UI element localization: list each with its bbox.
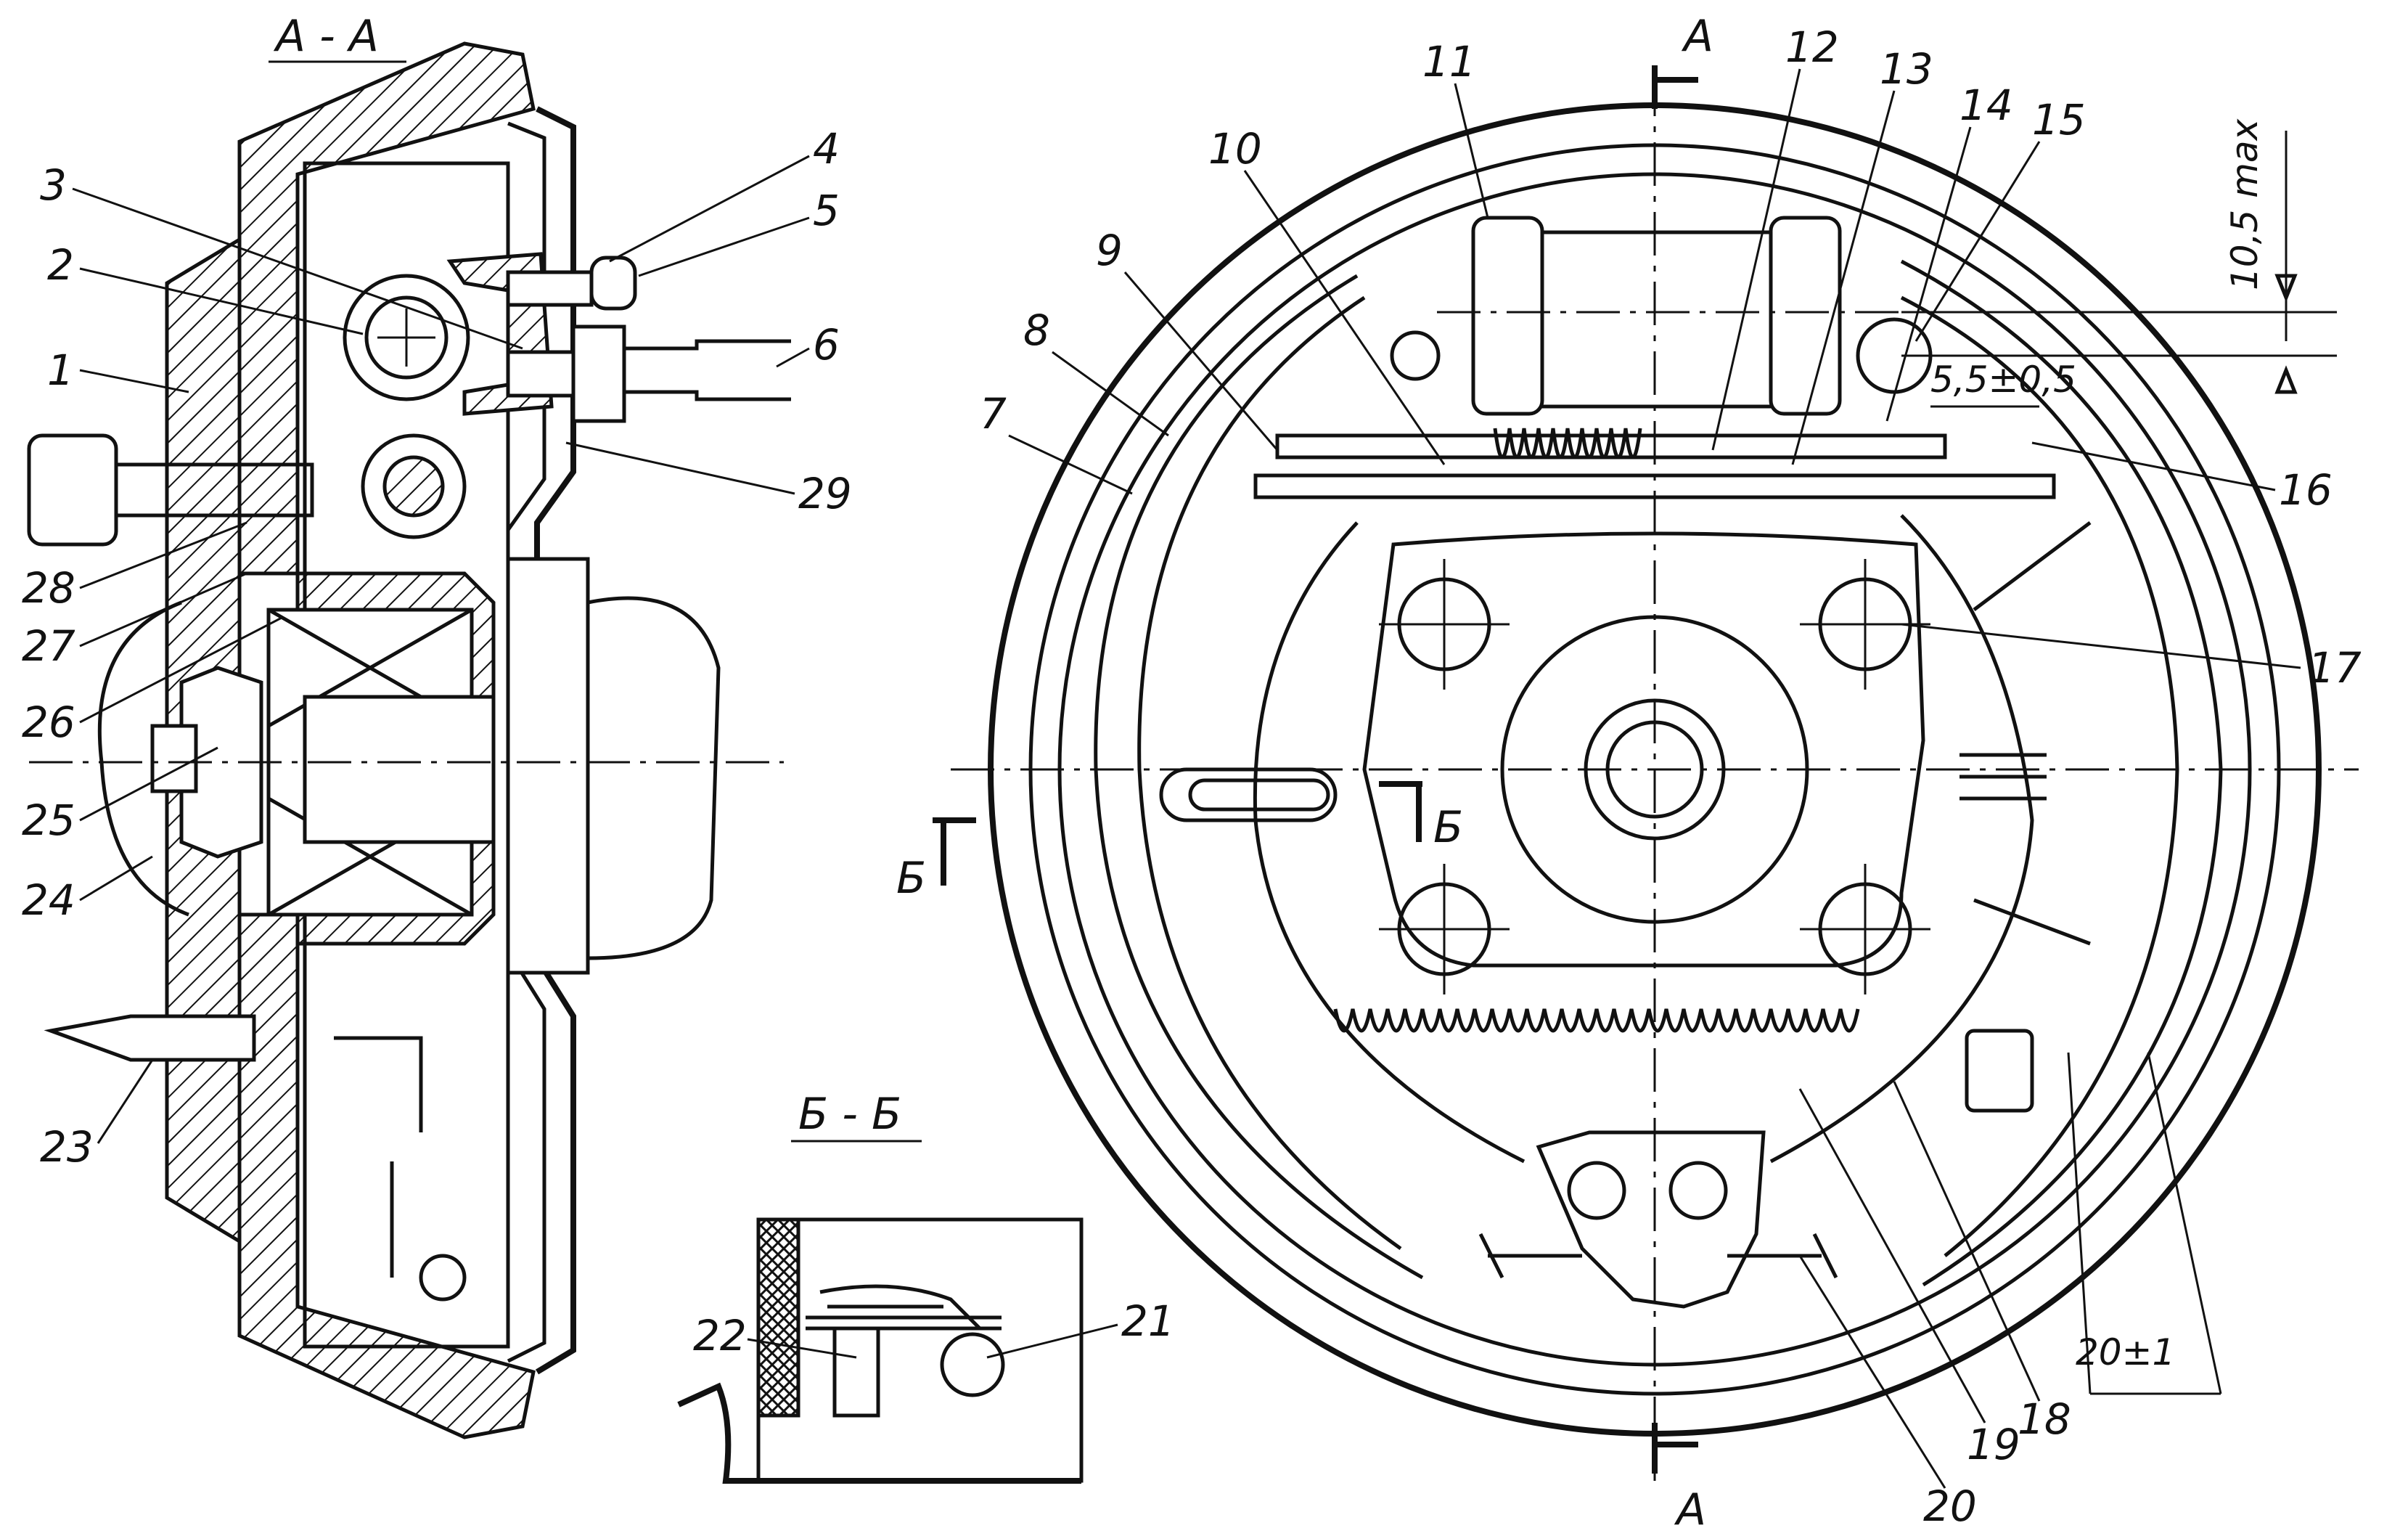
section-aa-view (27, 41, 791, 1439)
right-brake-shoe (1900, 259, 2223, 1287)
pipe-nut (571, 324, 626, 423)
cut-label-a-top: А (1681, 11, 1713, 62)
bb-pin (832, 1326, 880, 1418)
callout-18: 18 (2018, 1394, 2071, 1444)
callout-4: 4 (813, 124, 840, 173)
callout-15: 15 (2032, 95, 2086, 144)
axle-housing (587, 596, 721, 960)
callouts-bb: 22 21 (693, 1296, 1175, 1360)
bleeder-cap (589, 256, 637, 311)
anchor-springs (1478, 1233, 1838, 1279)
callout-19: 19 (1967, 1420, 2020, 1469)
callout-24: 24 (22, 875, 75, 925)
cylinder-piston (364, 295, 449, 380)
callout-29: 29 (798, 469, 852, 518)
callout-6: 6 (813, 320, 840, 369)
wheel-cylinder-body (1515, 230, 1780, 409)
callout-16: 16 (2279, 465, 2333, 515)
left-shoe-web (1253, 521, 1526, 1164)
cut-mark-a-bottom (1652, 1423, 1698, 1474)
bleed-hole (1390, 330, 1441, 381)
brake-pipe (624, 339, 791, 401)
callout-5: 5 (813, 186, 840, 235)
bleeder-screw (506, 270, 594, 307)
bb-backing-plate (677, 1382, 1081, 1484)
callout-2: 2 (47, 240, 74, 290)
section-bb-view (677, 1217, 1084, 1484)
drum-section (237, 41, 536, 576)
callout-28: 28 (22, 563, 75, 613)
callout-17: 17 (2308, 643, 2362, 693)
callout-22: 22 (693, 1311, 747, 1360)
callout-14: 14 (1959, 81, 2013, 130)
wheel-cylinder-cap-left (1471, 216, 1544, 416)
callout-21: 21 (1121, 1296, 1175, 1346)
dimension-lines (1901, 131, 2337, 1395)
callout-26: 26 (22, 698, 75, 747)
axle-shaft (303, 695, 496, 844)
callout-12: 12 (1785, 23, 1839, 72)
callout-11: 11 (1422, 37, 1476, 86)
callouts-left: 1 2 3 4 5 6 29 28 27 26 25 24 23 (22, 124, 852, 1172)
upper-return-spring (1493, 428, 1642, 459)
callout-9: 9 (1096, 226, 1123, 275)
cut-label-b-left: Б (896, 853, 926, 904)
callouts-main: 7 8 9 10 11 12 13 14 15 16 17 18 19 20 (980, 23, 2362, 1531)
wheel-bolt-head (27, 433, 118, 547)
cut-label-a-bottom: А (1674, 1484, 1706, 1535)
callout-25: 25 (22, 796, 75, 845)
callout-13: 13 (1880, 44, 1933, 94)
parking-lever-block (1965, 1029, 2034, 1113)
cut-mark-b-mid (1379, 781, 1422, 842)
wheel-cylinder-cap-right (1769, 216, 1842, 416)
lower-anchor-block (1536, 1130, 1766, 1309)
drum-section-lower (237, 912, 536, 1439)
shoe-slots (1159, 753, 2047, 822)
right-shoe-web (1769, 514, 2034, 1164)
section-title-aa: А - А (273, 11, 379, 62)
cut-label-b-mid: Б (1433, 802, 1463, 853)
bb-spring-clip (819, 1284, 981, 1330)
callout-23: 23 (40, 1122, 94, 1172)
callout-3: 3 (40, 160, 67, 210)
backing-shield-plate (1362, 531, 1925, 968)
dimension-5-5: 5,5±0,5 (1930, 359, 2076, 401)
bb-pin-circle (940, 1332, 1005, 1397)
hub-nut (179, 666, 263, 859)
parking-lever (334, 1036, 423, 1278)
dimension-20: 20±1 (2076, 1331, 2175, 1373)
callout-8: 8 (1023, 306, 1050, 355)
dust-shield (506, 557, 590, 975)
callout-10: 10 (1208, 124, 1262, 173)
locating-pin (44, 1014, 256, 1062)
adjuster-plate (1275, 433, 1947, 459)
callout-1: 1 (47, 346, 74, 395)
main-brake-view (933, 65, 2359, 1481)
cut-mark-b-left (933, 817, 976, 886)
dimension-10-5-max: 10,5 max (2224, 118, 2266, 290)
callout-7: 7 (980, 389, 1007, 438)
bearing-rollers (267, 608, 473, 917)
bb-lining (756, 1217, 800, 1418)
section-title-bb: Б - Б (798, 1089, 901, 1140)
callout-27: 27 (22, 621, 75, 671)
lower-return-spring (1333, 1008, 1860, 1033)
callout-20: 20 (1923, 1482, 1977, 1531)
left-shoe-inner (1137, 295, 1402, 1251)
cut-mark-a-top (1652, 65, 1698, 109)
